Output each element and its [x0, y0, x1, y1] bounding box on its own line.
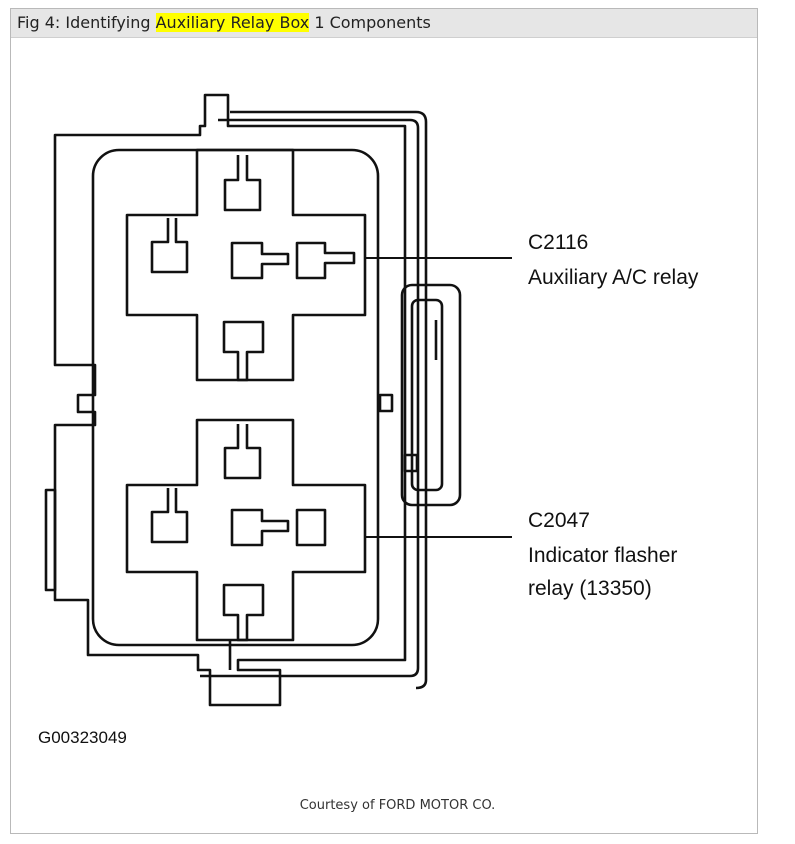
side-notch-2: [403, 453, 419, 473]
callout-code-c2116: C2116: [528, 231, 588, 254]
lower-terminal-right: [295, 508, 327, 547]
caption-prefix: Fig 4: Identifying: [17, 13, 156, 32]
side-clip-outer: [400, 283, 462, 507]
upper-relay-socket: [125, 148, 367, 382]
figure-caption: Fig 4: Identifying Auxiliary Relay Box 1…: [11, 9, 757, 38]
upper-terminal-right: [295, 241, 356, 280]
upper-terminal-top: [223, 155, 262, 212]
callout-code-c2047: C2047: [528, 509, 590, 532]
upper-terminal-center: [230, 241, 290, 280]
housing-rail-2: [230, 110, 428, 690]
lower-terminal-center: [230, 508, 290, 547]
housing-outline: [53, 93, 407, 707]
caption-highlight: Auxiliary Relay Box: [155, 13, 310, 32]
upper-terminal-bottom: [222, 320, 265, 382]
lower-terminal-bottom: [222, 583, 265, 642]
lower-terminal-left: [150, 488, 189, 544]
figure-frame: Fig 4: Identifying Auxiliary Relay Box 1…: [10, 8, 758, 834]
upper-terminal-left: [150, 218, 189, 274]
side-notch: [378, 393, 394, 413]
caption-suffix: 1 Components: [309, 13, 431, 32]
side-tab: [44, 488, 57, 592]
housing-rail: [200, 118, 420, 678]
lower-relay-socket: [125, 418, 367, 642]
lower-terminal-top: [223, 424, 262, 480]
callout-name-c2047-line1: Indicator flasher: [528, 544, 677, 567]
image-credit: Courtesy of FORD MOTOR CO.: [299, 798, 496, 813]
side-clip-inner: [410, 298, 444, 492]
figure-code: G00323049: [38, 728, 127, 747]
callout-name-c2116: Auxiliary A/C relay: [528, 266, 699, 289]
callout-name-c2047-line2: relay (13350): [528, 577, 652, 600]
